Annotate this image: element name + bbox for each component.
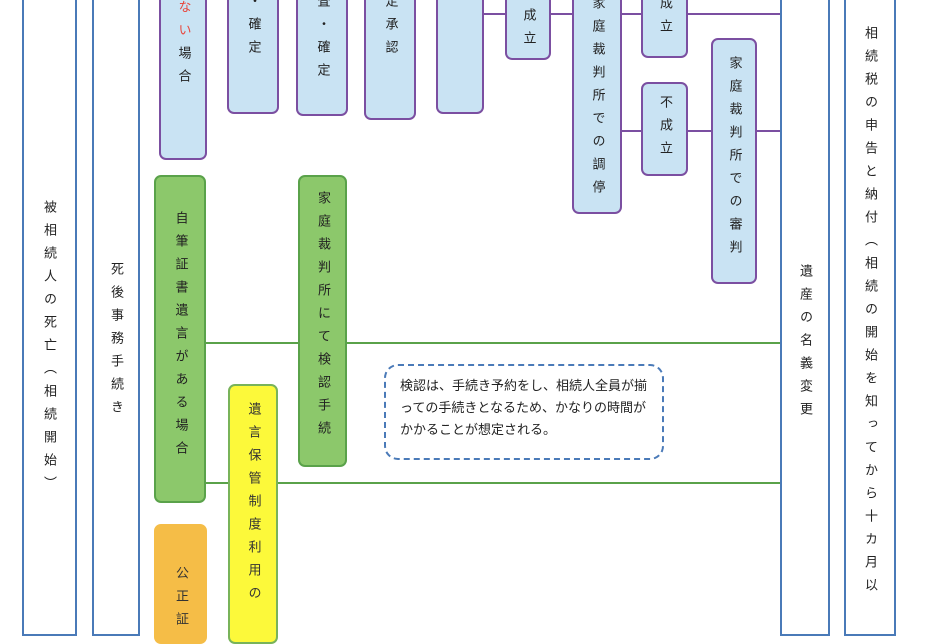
connector-line xyxy=(688,13,780,15)
post-death-column-label: 死後事務手続き xyxy=(108,262,123,423)
blank-box xyxy=(436,0,484,114)
connector-line xyxy=(206,342,300,344)
mediation-box: 家庭裁判所での調停 xyxy=(572,0,622,214)
box-text: 不成立 xyxy=(657,94,672,164)
red-text: ない xyxy=(175,0,191,46)
holographic-will-box: 自筆証書遺言がある場合 xyxy=(154,175,206,503)
box-text: 家庭裁判所での調停 xyxy=(589,0,605,203)
confirm-box-1: ・確定 xyxy=(227,0,279,114)
connector-line xyxy=(551,13,573,15)
box-text: 査・確定 xyxy=(314,0,330,86)
box-text: 成立 xyxy=(520,8,536,54)
connector-line xyxy=(278,482,780,484)
connector-line xyxy=(346,342,780,344)
box-text: 場合 xyxy=(175,46,191,92)
connector-line xyxy=(206,482,230,484)
connector-line xyxy=(620,13,642,15)
not-established-box: 不成立 xyxy=(641,82,688,176)
custody-system-box: 遺言保管制度利用の xyxy=(228,384,278,644)
box-text: 自筆証書遺言がある場合 xyxy=(172,211,188,464)
box-text: 家庭裁判所での審判 xyxy=(726,56,742,263)
notarial-will-box: 公正証 xyxy=(154,524,207,644)
box-text: 遺言保管制度利用の xyxy=(245,402,261,609)
probate-box: 家庭裁判所にて検認手続 xyxy=(298,175,347,467)
connector-line xyxy=(620,130,642,132)
connector-line xyxy=(756,130,780,132)
box-text: 成立 xyxy=(657,0,672,42)
connector-line xyxy=(688,130,712,132)
established-box-1: 成立 xyxy=(505,0,551,60)
box-text: 家庭裁判所にて検認手続 xyxy=(315,191,330,444)
probate-note: 検認は、手続き予約をし、相続人全員が揃っての手続きとなるため、かなりの時間がかか… xyxy=(384,364,664,460)
approval-box: 定承認 xyxy=(364,0,416,120)
box-text: 公正証 xyxy=(173,566,188,635)
connector-line xyxy=(484,13,506,15)
partial-condition-box: ない場合 xyxy=(159,0,207,160)
box-text: ・確定 xyxy=(245,0,261,63)
tax-column-label: 相続税の申告と納付（相続の開始を知ってから十カ月以 xyxy=(862,26,877,601)
confirm-box-2: 査・確定 xyxy=(296,0,348,116)
box-text: 定承認 xyxy=(382,0,398,63)
established-box-2: 成立 xyxy=(641,0,688,58)
tribunal-box: 家庭裁判所での審判 xyxy=(711,38,757,284)
name-change-column-label: 遺産の名義変更 xyxy=(797,264,812,425)
death-column-label: 被相続人の死亡（相続開始） xyxy=(41,200,56,499)
